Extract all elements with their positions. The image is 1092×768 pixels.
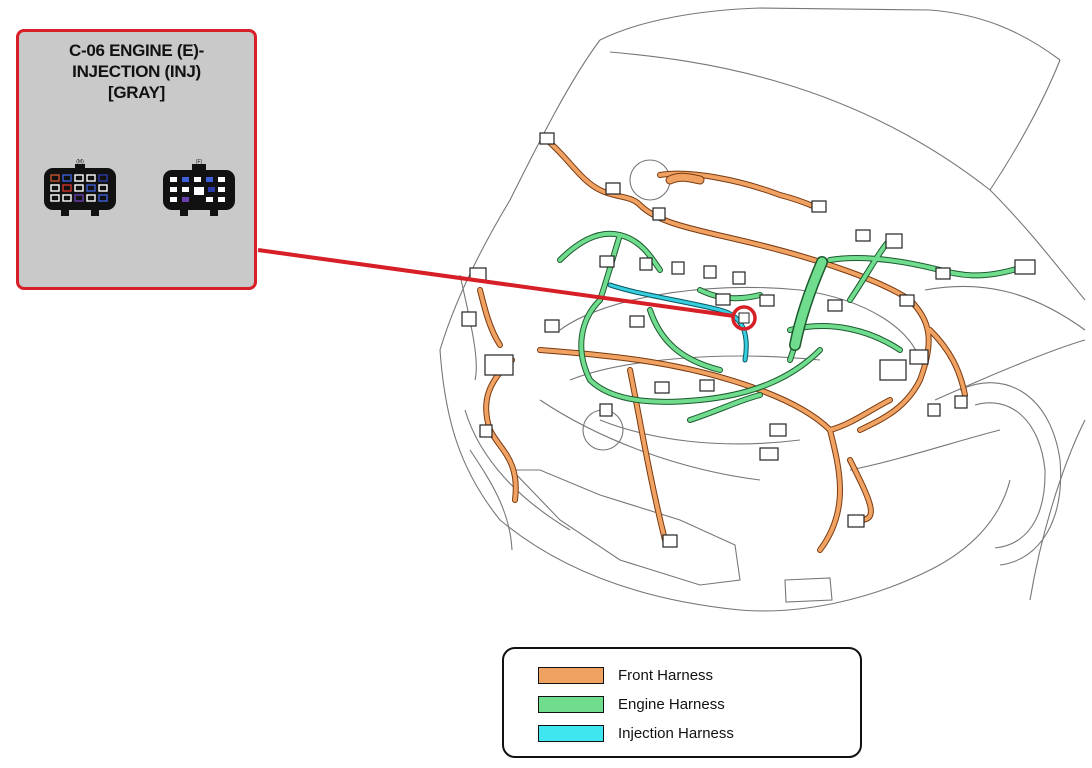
legend-label: Injection Harness — [618, 724, 734, 742]
injection-harness-wires — [607, 282, 749, 363]
front-harness-swatch — [538, 666, 604, 684]
legend-item-injection-harness: Injection Harness — [538, 723, 734, 743]
connector-female-label: (F) — [196, 159, 203, 165]
legend-label: Engine Harness — [618, 695, 725, 713]
connector-female-view: (F) — [163, 159, 235, 216]
car-body-outline — [439, 7, 1086, 612]
engine-harness-swatch — [538, 695, 604, 713]
connector-male-view: (M) — [44, 159, 116, 216]
engine-harness-wires — [557, 230, 1023, 423]
connector-male-label: (M) — [76, 159, 84, 165]
injection-harness-swatch — [538, 724, 604, 742]
callout-title-line-3: [GRAY] — [107, 83, 166, 102]
connector-highlight-ring — [731, 305, 757, 331]
harness-connectors — [461, 132, 1036, 548]
connector-callout-title: C-06 ENGINE (E)- INJECTION (INJ) [GRAY] — [19, 40, 254, 103]
harness-legend: Front Harness Engine Harness Injection H… — [502, 647, 862, 758]
c06-connector-marker — [738, 312, 750, 324]
legend-item-front-harness: Front Harness — [538, 665, 713, 685]
legend-label: Front Harness — [618, 666, 714, 684]
callout-title-line-1: C-06 ENGINE (E)- — [69, 41, 204, 60]
connector-callout-box: C-06 ENGINE (E)- INJECTION (INJ) [GRAY] … — [16, 29, 257, 290]
callout-title-line-2: INJECTION (INJ) — [72, 62, 201, 81]
legend-item-engine-harness: Engine Harness — [538, 694, 725, 714]
callout-leader — [257, 248, 757, 331]
